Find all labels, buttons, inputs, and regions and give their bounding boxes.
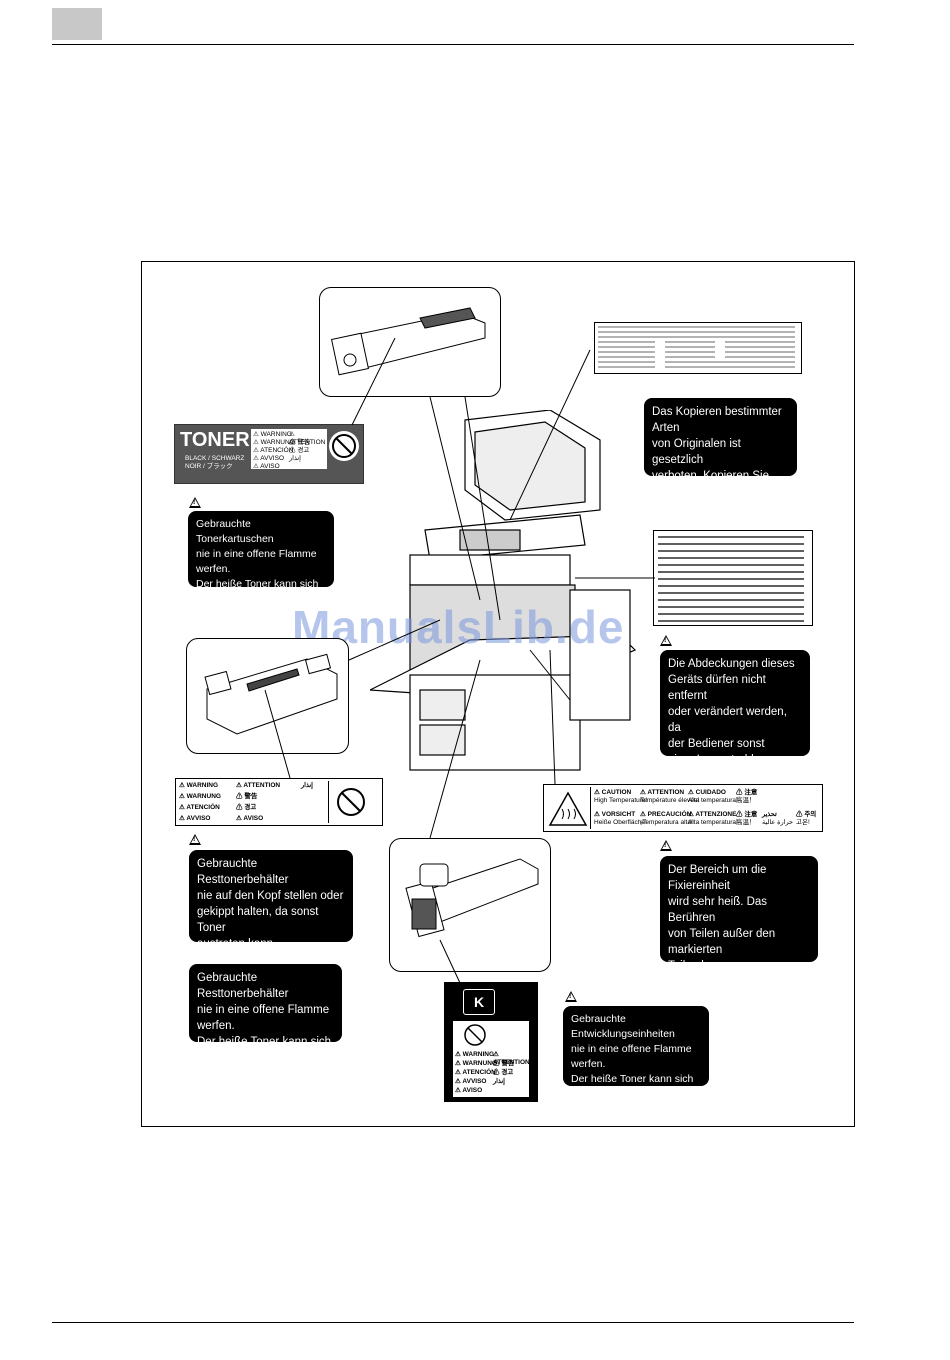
developer-unit-drawing [405,858,539,938]
drum-letter: K [463,989,495,1015]
warning-icon [565,991,577,1002]
callout-toner-cartridge: Gebrauchte Tonerkartuschen nie in eine o… [188,511,334,635]
footer-rule [52,1322,854,1323]
drum-w-3: 警告 [501,1060,515,1067]
toner-cartridge-drawing [330,307,486,376]
toner-label: TONER BLACK / SCHWARZ NOIR / ブラック ⚠ WARN… [174,424,364,484]
callout-developer: Gebrauchte Entwicklungseinheiten nie in … [563,1006,709,1115]
callout-copy-legal: Das Kopieren bestimmter Arten von Origin… [644,398,797,514]
toner-w-1: ATTENTION [289,439,326,446]
callout-waste-upside: Gebrauchte Resttonerbehälter nie auf den… [189,850,353,950]
warning-icon [660,840,672,851]
toner-w-6: AVVISO [260,455,285,462]
temp-s-8: حرارة عالية [762,819,794,826]
toner-color-1: BLACK / SCHWARZ [185,455,245,462]
waste-w-2: إنذار [301,782,313,789]
legal-copy-label-text-lines [598,326,795,368]
drum-w-8: AVISO [462,1087,483,1094]
waste-w-0: WARNING [186,782,219,789]
waste-toner-detail [186,638,349,754]
callout-covers: Die Abdeckungen dieses Geräts dürfen nic… [660,650,810,782]
temp-s-3: 高温！ [736,797,756,804]
temp-h-3: 注意 [744,789,758,796]
laser-warning-label-lines [658,536,804,622]
legal-copy-label [594,322,802,374]
temp-s-1: Température élevée! [640,797,700,804]
illustration-frame [141,261,855,1127]
no-flame-icon [464,1024,486,1046]
temp-h-8: تحذير [762,811,777,818]
waste-w-1: ATTENTION [243,782,281,789]
waste-w-5: ATENCIÓN [186,804,220,811]
header-rule [52,44,854,45]
temp-h-9: 주의 [804,811,817,818]
temp-h-7: 注意 [744,811,758,818]
toner-w-8: AVISO [260,463,280,470]
waste-w-7: AVVISO [186,815,211,822]
warning-icon [660,635,672,646]
temp-s-4: Heiße Oberfläche! [594,819,647,826]
toner-w-4: ATENCIÓN [260,447,294,454]
laser-warning-label [653,530,813,626]
developer-unit-detail [389,838,551,972]
drum-k-label: K ⚠ WARNING ⚠ ATTENTION ⚠ WARNUNG ⚠ 警告 ⚠… [444,982,538,1102]
waste-w-6: 경고 [244,804,257,811]
waste-toner-label: ⚠ WARNING ⚠ ATTENTION إنذار ⚠ WARNUNG ⚠ … [175,778,383,826]
drum-w-0: WARNING [462,1051,495,1058]
copier-drawing [370,410,637,771]
toner-w-7: إنذار [289,455,301,462]
drum-w-5: 경고 [501,1069,514,1076]
no-flame-icon [328,781,381,823]
drum-w-6: AVVISO [462,1078,487,1085]
drum-w-4: ATENCIÓN [462,1069,496,1076]
waste-toner-drawing [204,653,338,735]
temp-s-5: ¡Temperatura alta! [640,819,693,826]
waste-w-4: 警告 [244,793,258,800]
no-flame-icon [329,431,359,461]
drum-w-2: WARNUNG [462,1060,497,1067]
drum-w-7: إنذار [493,1078,505,1085]
toner-cartridge-detail [319,287,501,397]
temp-s-7: 高温！ [736,819,756,826]
toner-title: TONER [180,429,250,451]
temp-h-6: ATTENZIONE [695,811,737,818]
temp-h-0: CAUTION [601,789,632,796]
temp-h-1: ATTENTION [647,789,685,796]
toner-w-0: WARNING [260,431,292,438]
callout-waste-flame: Gebrauchte Resttonerbehälter nie in eine… [189,964,342,1096]
temp-s-2: Alta temperatura! [688,797,738,804]
drum-warning-block: ⚠ WARNING ⚠ ATTENTION ⚠ WARNUNG ⚠ 警告 ⚠ A… [453,1021,530,1097]
toner-w-3: 警告 [297,439,311,446]
callout-fuser: Der Bereich um die Fixiereinheit wird se… [660,856,818,1004]
drum-w-1: ATTENTION [493,1059,530,1066]
warning-icon [189,497,201,508]
temp-s-0: High Temperature! [594,797,648,804]
toner-color-2: NOIR / ブラック [185,463,233,470]
hot-surface-icon [546,787,591,829]
temp-s-9: 고온! [796,819,810,826]
warning-icon [189,834,201,845]
toner-w-2: WARNUNG [260,439,295,446]
toner-warning-block: ⚠ WARNING ⚠ ATTENTION ⚠ WARNUNG ⚠ 警告 ⚠ A… [251,429,327,470]
waste-w-8: AVISO [243,815,264,822]
temp-h-2: CUIDADO [695,789,726,796]
temp-h-4: VORSICHT [601,811,636,818]
temp-h-5: PRECAUCIÓN [647,811,692,818]
waste-w-3: WARNUNG [186,793,221,800]
temp-s-6: Alta temperatura! [688,819,738,826]
toner-w-5: 경고 [297,447,310,454]
header-tab [52,8,102,40]
